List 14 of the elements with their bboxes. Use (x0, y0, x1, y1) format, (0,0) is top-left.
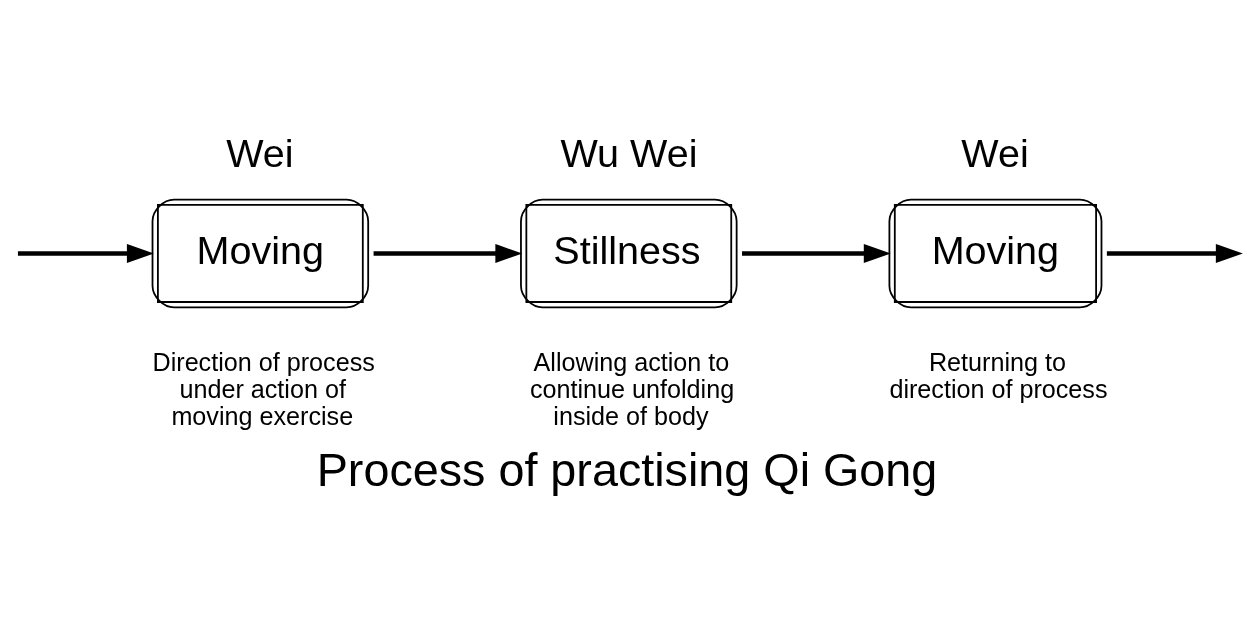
caption: Process of practising Qi Gong (316, 443, 938, 496)
node-label: Direction of process under action of moving exercise (152, 347, 375, 430)
node-label: Wei (961, 130, 1029, 174)
node-label: Allowing action to continue unfolding inside of body (529, 347, 735, 430)
node-box: Stillness (520, 198, 738, 308)
arrow (1106, 243, 1243, 263)
node-label: Wu Wei (560, 130, 698, 174)
node-label: Wei (226, 130, 294, 174)
arrow (17, 243, 154, 263)
arrow (373, 243, 523, 263)
node-box: Moving (151, 198, 370, 308)
arrow (742, 243, 891, 263)
node-box: Moving (888, 198, 1103, 308)
node-label: Returning to direction of process (889, 347, 1108, 403)
